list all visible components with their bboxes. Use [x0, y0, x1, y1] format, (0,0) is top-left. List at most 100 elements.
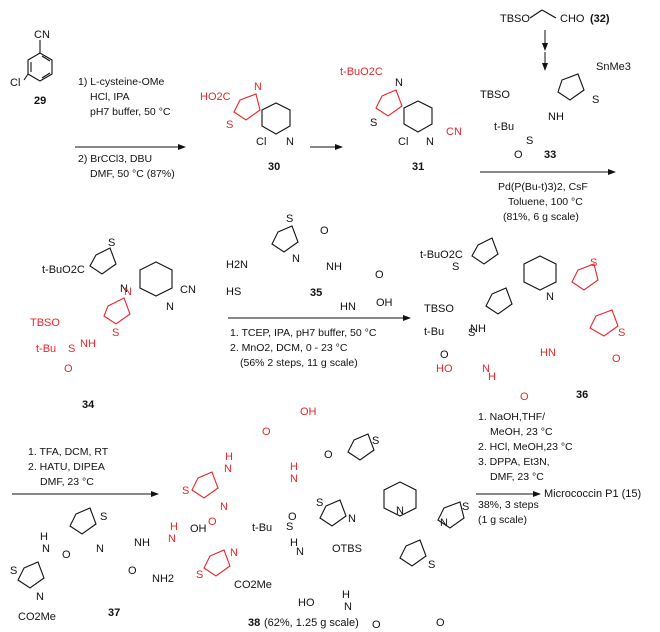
- svg-text:(81%, 6 g scale): (81%, 6 g scale): [503, 211, 579, 223]
- svg-text:DMF, 50 °C (87%): DMF, 50 °C (87%): [90, 168, 175, 180]
- svg-text:2. MnO2, DCM, 0 - 23 °C: 2. MnO2, DCM, 0 - 23 °C: [230, 342, 348, 354]
- compound-33: TBSO SnMe3 S NH t-Bu S O 33: [480, 61, 631, 161]
- svg-text:O: O: [436, 617, 445, 629]
- svg-text:(56% 2 steps, 11 g scale): (56% 2 steps, 11 g scale): [240, 357, 358, 369]
- svg-text:TBSO: TBSO: [30, 317, 60, 329]
- svg-text:N: N: [344, 601, 352, 613]
- svg-text:N: N: [230, 547, 238, 559]
- svg-text:NH: NH: [548, 111, 564, 123]
- svg-text:S: S: [590, 257, 597, 269]
- svg-text:H: H: [225, 451, 233, 463]
- svg-text:CO2Me: CO2Me: [234, 579, 272, 591]
- svg-text:DMF, 23 °C: DMF, 23 °C: [490, 471, 544, 483]
- svg-text:t-Bu: t-Bu: [36, 343, 56, 355]
- svg-text:HO: HO: [298, 597, 315, 609]
- svg-text:N: N: [220, 501, 228, 513]
- svg-text:N: N: [120, 283, 128, 295]
- svg-text:O: O: [262, 426, 271, 438]
- label-36: 36: [576, 389, 588, 401]
- svg-text:t-BuO2C: t-BuO2C: [420, 249, 463, 261]
- svg-text:pH7 buffer, 50 °C: pH7 buffer, 50 °C: [90, 106, 171, 118]
- svg-text:NH: NH: [470, 323, 486, 335]
- svg-text:N: N: [286, 136, 294, 148]
- svg-text:S: S: [428, 559, 435, 571]
- label-32: (32): [590, 13, 610, 25]
- label-35: 35: [310, 287, 322, 299]
- svg-text:S: S: [468, 327, 475, 339]
- svg-text:H: H: [290, 461, 298, 473]
- svg-text:H: H: [342, 589, 350, 601]
- svg-text:HS: HS: [226, 286, 241, 298]
- compound-32: TBSO CHO (32): [500, 9, 610, 71]
- compound-37: S N H N O S N CO2Me NH OH O NH2 37: [10, 507, 207, 623]
- label-38: 38: [248, 617, 260, 629]
- conditions-step3: Pd(P(Bu-t)3)2, CsF Toluene, 100 °C (81%,…: [498, 181, 588, 223]
- cl-atom-29: Cl: [10, 77, 20, 89]
- svg-text:OH: OH: [190, 523, 207, 535]
- svg-text:S: S: [618, 327, 625, 339]
- svg-text:N: N: [96, 543, 104, 555]
- svg-text:S: S: [592, 94, 599, 106]
- svg-text:CHO: CHO: [560, 13, 585, 25]
- svg-text:N: N: [166, 301, 174, 313]
- svg-text:S: S: [182, 485, 189, 497]
- label-micrococcin: Micrococcin P1 (15): [544, 488, 641, 500]
- svg-text:CN: CN: [180, 284, 196, 296]
- svg-text:NH: NH: [80, 338, 96, 350]
- svg-text:N: N: [168, 533, 176, 545]
- svg-text:S: S: [112, 327, 119, 339]
- svg-text:S: S: [10, 565, 17, 577]
- svg-text:S: S: [462, 501, 469, 513]
- conditions-step5: 1. TFA, DCM, RT 2. HATU, DIPEA DMF, 23 °…: [28, 446, 109, 488]
- svg-text:O: O: [612, 353, 621, 365]
- label-31: 31: [412, 161, 424, 173]
- svg-text:OH: OH: [300, 406, 317, 418]
- svg-text:N: N: [290, 473, 298, 485]
- conditions-step4: 1. TCEP, IPA, pH7 buffer, 50 °C 2. MnO2,…: [230, 327, 377, 369]
- svg-text:O: O: [440, 349, 449, 361]
- svg-text:t-Bu: t-Bu: [494, 121, 514, 133]
- svg-text:S: S: [68, 343, 75, 355]
- svg-text:O: O: [372, 619, 381, 631]
- svg-text:NH: NH: [134, 537, 150, 549]
- compound-34: t-BuO2C S N N CN N S TBSO t-Bu NH S O 34: [30, 237, 196, 411]
- svg-text:N: N: [296, 546, 304, 558]
- label-37: 37: [108, 607, 120, 619]
- svg-text:2. HCl, MeOH,23 °C: 2. HCl, MeOH,23 °C: [478, 441, 573, 453]
- svg-text:NH: NH: [326, 261, 342, 273]
- label-29: 29: [34, 95, 46, 107]
- cn-group-29: CN: [34, 29, 50, 41]
- svg-text:HO2C: HO2C: [200, 91, 231, 103]
- conditions-step6: 1. NaOH,THF/ MeOH, 23 °C 2. HCl, MeOH,23…: [478, 411, 573, 526]
- svg-text:DMF, 23 °C: DMF, 23 °C: [40, 476, 94, 488]
- svg-text:N: N: [36, 591, 44, 603]
- svg-text:OH: OH: [376, 297, 393, 309]
- svg-text:H: H: [170, 521, 178, 533]
- svg-text:N: N: [224, 463, 232, 475]
- svg-text:S: S: [372, 435, 379, 447]
- svg-text:1) L-cysteine-OMe: 1) L-cysteine-OMe: [78, 76, 165, 88]
- svg-text:1. NaOH,THF/: 1. NaOH,THF/: [478, 411, 545, 423]
- svg-text:N: N: [42, 543, 50, 555]
- svg-text:Cl: Cl: [256, 136, 266, 148]
- svg-text:NH2: NH2: [152, 573, 174, 585]
- svg-text:O: O: [208, 516, 217, 528]
- svg-text:Cl: Cl: [398, 136, 408, 148]
- compound-35: H2N HS S N O NH O HN OH 35: [226, 213, 393, 313]
- svg-text:Toluene, 100 °C: Toluene, 100 °C: [508, 196, 583, 208]
- svg-text:S: S: [100, 511, 107, 523]
- svg-text:O: O: [288, 511, 297, 523]
- label-33: 33: [544, 149, 556, 161]
- svg-text:Pd(P(Bu-t)3)2, CsF: Pd(P(Bu-t)3)2, CsF: [498, 181, 588, 193]
- compound-30: HO2C N S Cl N 30: [200, 81, 294, 173]
- compound-29: CN Cl 29: [10, 29, 53, 107]
- yield-38: (62%, 1.25 g scale): [264, 617, 359, 629]
- svg-text:CN: CN: [446, 126, 462, 138]
- svg-text:t-Bu: t-Bu: [252, 522, 272, 534]
- svg-text:3. DPPA, Et3N,: 3. DPPA, Et3N,: [478, 456, 550, 468]
- compound-36: t-BuO2C S N TBSO t-Bu NH S O S S HN O HO…: [420, 237, 625, 403]
- svg-text:N: N: [348, 513, 356, 525]
- svg-text:HCl, IPA: HCl, IPA: [90, 91, 129, 103]
- compound-38: OH O H N H N O S N O H N S N CO2Me S N S…: [168, 406, 469, 631]
